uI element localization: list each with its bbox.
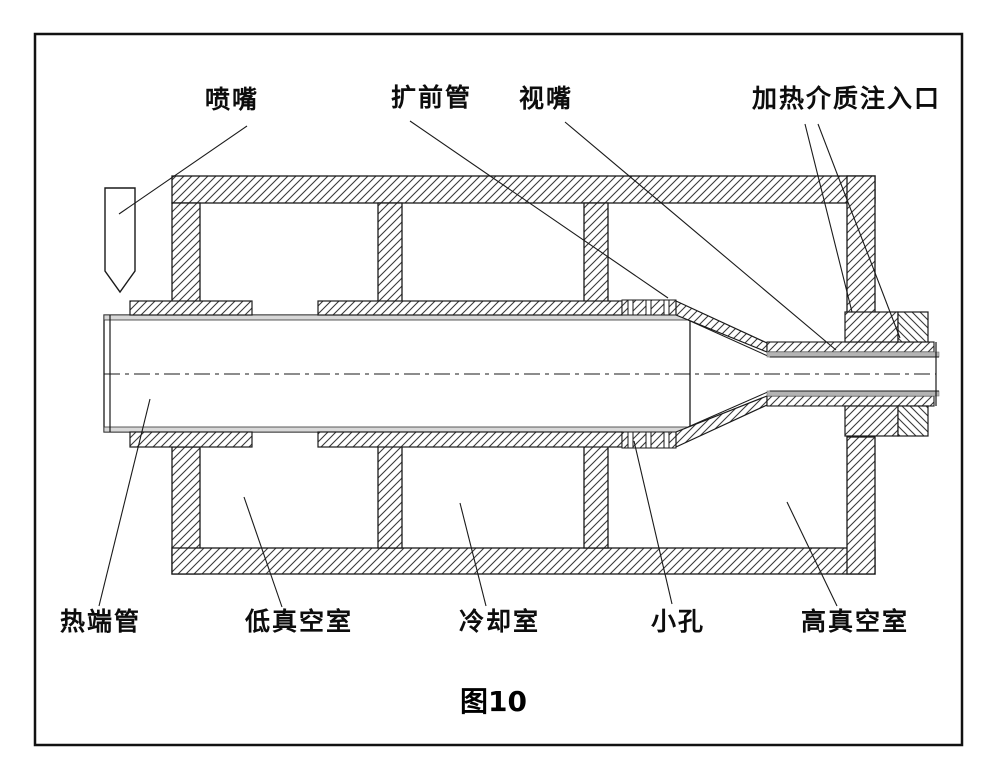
leader-lines xyxy=(98,120,901,608)
leader-low-vacuum xyxy=(243,496,283,608)
label-heating-medium-inlet: 加热介质注入口 xyxy=(752,84,942,113)
label-high-vacuum-chamber: 高真空室 xyxy=(801,607,910,636)
label-low-vacuum-chamber: 低真空室 xyxy=(245,607,354,636)
vacuum-vessel-walls xyxy=(171,175,876,575)
label-die-nozzle: 视嘴 xyxy=(519,84,574,113)
label-expansion-tube: 扩前管 xyxy=(391,83,473,112)
leader-die-nozzle xyxy=(564,121,837,351)
label-cooling-chamber: 冷却室 xyxy=(459,607,541,636)
leader-high-vacuum xyxy=(786,501,838,607)
leader-expansion-tube xyxy=(409,120,669,299)
tube-flange-strips xyxy=(129,300,623,448)
nozzle-shape xyxy=(104,187,136,294)
leader-heating-inlet-2 xyxy=(817,123,901,339)
label-small-hole: 小孔 xyxy=(651,607,706,636)
leader-cooling xyxy=(459,502,487,607)
leader-hot-end-tube xyxy=(98,398,151,607)
heating-inlet-fitting xyxy=(844,311,929,437)
leader-heating-inlet-1 xyxy=(804,123,853,313)
small-hole-blocks xyxy=(621,299,677,449)
leader-nozzle xyxy=(118,125,248,215)
figure-caption: 图10 xyxy=(460,685,527,718)
leader-small-hole xyxy=(633,440,673,605)
label-hot-end-tube: 热端管 xyxy=(60,607,142,636)
label-nozzle: 喷嘴 xyxy=(205,85,260,114)
